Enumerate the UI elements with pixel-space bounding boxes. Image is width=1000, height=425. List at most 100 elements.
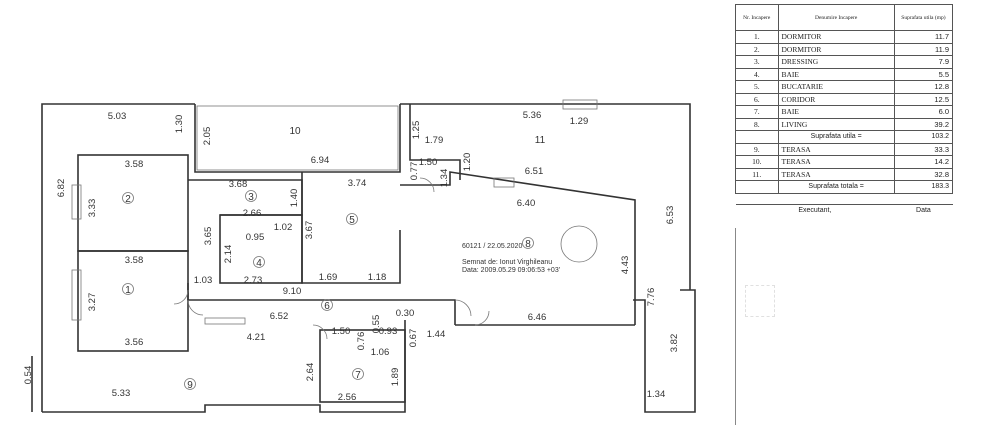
dimension-label: 3.27: [87, 293, 98, 312]
room-name: CORIDOR: [777, 92, 895, 106]
dimension-label: 6.94: [311, 155, 330, 166]
executant-label: Executant,: [735, 203, 895, 216]
dimension-label: 6.52: [270, 311, 289, 322]
room-name: TERASA: [777, 155, 895, 169]
dimension-label: 1.29: [570, 116, 589, 127]
dimension-label: 6.51: [525, 166, 544, 177]
room-number-marker: [184, 378, 196, 390]
room-number-4: 4: [256, 258, 262, 269]
dimension-label: 3.56: [125, 337, 144, 348]
subtotal-row: Suprafata utila =103.2: [735, 130, 954, 144]
dimension-label: 1.40: [289, 189, 300, 208]
dimension-label: 1.02: [274, 222, 293, 233]
room-nr: 11.: [735, 167, 779, 181]
dimension-label: 3.58: [125, 255, 144, 266]
room-nr: 4.: [735, 67, 779, 81]
dimension-label: 0.55: [371, 315, 382, 334]
dimension-labels: 5.03 1.30 6.82 3.58 3.33 3.58 3.27 3.56 …: [23, 110, 680, 403]
stamp-line-1: 60121 / 22.05.2020: [462, 243, 522, 250]
dimension-label: 2.14: [223, 245, 234, 264]
room-numbers: 1 2 3 4 5 6 7 8 9 10 11: [122, 126, 546, 391]
dimension-label: 1.34: [439, 169, 450, 188]
outer-wall-top-mid: [194, 104, 401, 173]
dimension-label: 2.73: [244, 275, 263, 286]
dimension-label: 4.43: [620, 256, 631, 275]
room-area: 12.5: [893, 92, 954, 106]
room-name: BUCATARIE: [777, 80, 895, 94]
dimension-label: 1.50: [419, 157, 438, 168]
dimension-label: 6.40: [517, 198, 536, 209]
room-area: 5.5: [893, 67, 954, 81]
room-area: 33.3: [893, 142, 954, 156]
room-area: 12.8: [893, 80, 954, 94]
stamp-line-3: Data: 2009.05.29 09:06:53 +03': [462, 267, 560, 274]
dimension-label: 1.25: [411, 121, 422, 140]
room-number-9: 9: [187, 380, 193, 391]
spacer-cell: [736, 193, 953, 204]
room-name: BAIE: [777, 105, 895, 119]
room-name: BAIE: [777, 67, 895, 81]
dimension-label: 3.33: [87, 199, 98, 218]
dimension-label: 5.03: [108, 111, 127, 122]
dimension-label: 2.05: [202, 127, 213, 146]
date-label: Data: [894, 203, 953, 216]
room-number-3: 3: [248, 192, 254, 203]
dimension-label: 0.54: [23, 366, 34, 385]
dimension-label: 3.67: [304, 221, 315, 240]
room-name: TERASA: [777, 142, 895, 156]
dimension-label: 0.77: [409, 162, 420, 181]
signature-row: Executant, Data: [735, 203, 953, 216]
outer-wall-top-right: [400, 103, 691, 290]
page-divider-line: [735, 228, 736, 425]
dimension-label: 1.79: [425, 135, 444, 146]
room-schedule-table: Nr. Incapere Denumire Incapere Suprafata…: [735, 4, 954, 216]
room-number-marker: [122, 192, 134, 204]
dimension-label: 4.21: [247, 332, 266, 343]
dimension-label: 1.06: [371, 347, 390, 358]
header-room-name: Denumire Incapere: [777, 4, 895, 31]
room-area: 11.7: [893, 30, 954, 44]
door-swing-3: [454, 299, 472, 317]
room-nr: 1.: [735, 30, 779, 44]
dimension-label: 7.76: [646, 288, 657, 307]
dimension-label: 0.95: [246, 232, 265, 243]
outer-wall-bottom: [42, 320, 406, 413]
room-name: DORMITOR: [777, 42, 895, 56]
living-circle-symbol: [560, 225, 598, 263]
door-swing-5: [312, 324, 328, 340]
dimension-label: 1.69: [319, 272, 338, 283]
room-area: 11.9: [893, 42, 954, 56]
room-number-10: 10: [289, 126, 301, 137]
dimension-label: 3.82: [669, 334, 680, 353]
dimension-label: 2.64: [305, 363, 316, 382]
room-area: 14.2: [893, 155, 954, 169]
room-name: LIVING: [777, 117, 895, 131]
room-number-8: 8: [525, 239, 531, 250]
room-nr: 5.: [735, 80, 779, 94]
room-number-marker: [352, 368, 364, 380]
room-nr: 2.: [735, 42, 779, 56]
room-number-5: 5: [349, 215, 355, 226]
dimension-label: 3.74: [348, 178, 367, 189]
room-name: DRESSING: [777, 55, 895, 69]
window-room-1: [71, 269, 82, 321]
outer-wall-right-lower: [633, 289, 696, 413]
dimension-label: 9.10: [283, 286, 302, 297]
dimension-label: 2.66: [243, 208, 262, 219]
room-area: 6.0: [893, 105, 954, 119]
dimension-label: 6.46: [528, 312, 547, 323]
room-number-1: 1: [125, 285, 131, 296]
room-number-11: 11: [535, 135, 546, 146]
dimension-label: 0.76: [356, 332, 367, 351]
dimension-label: 6.53: [665, 206, 676, 225]
